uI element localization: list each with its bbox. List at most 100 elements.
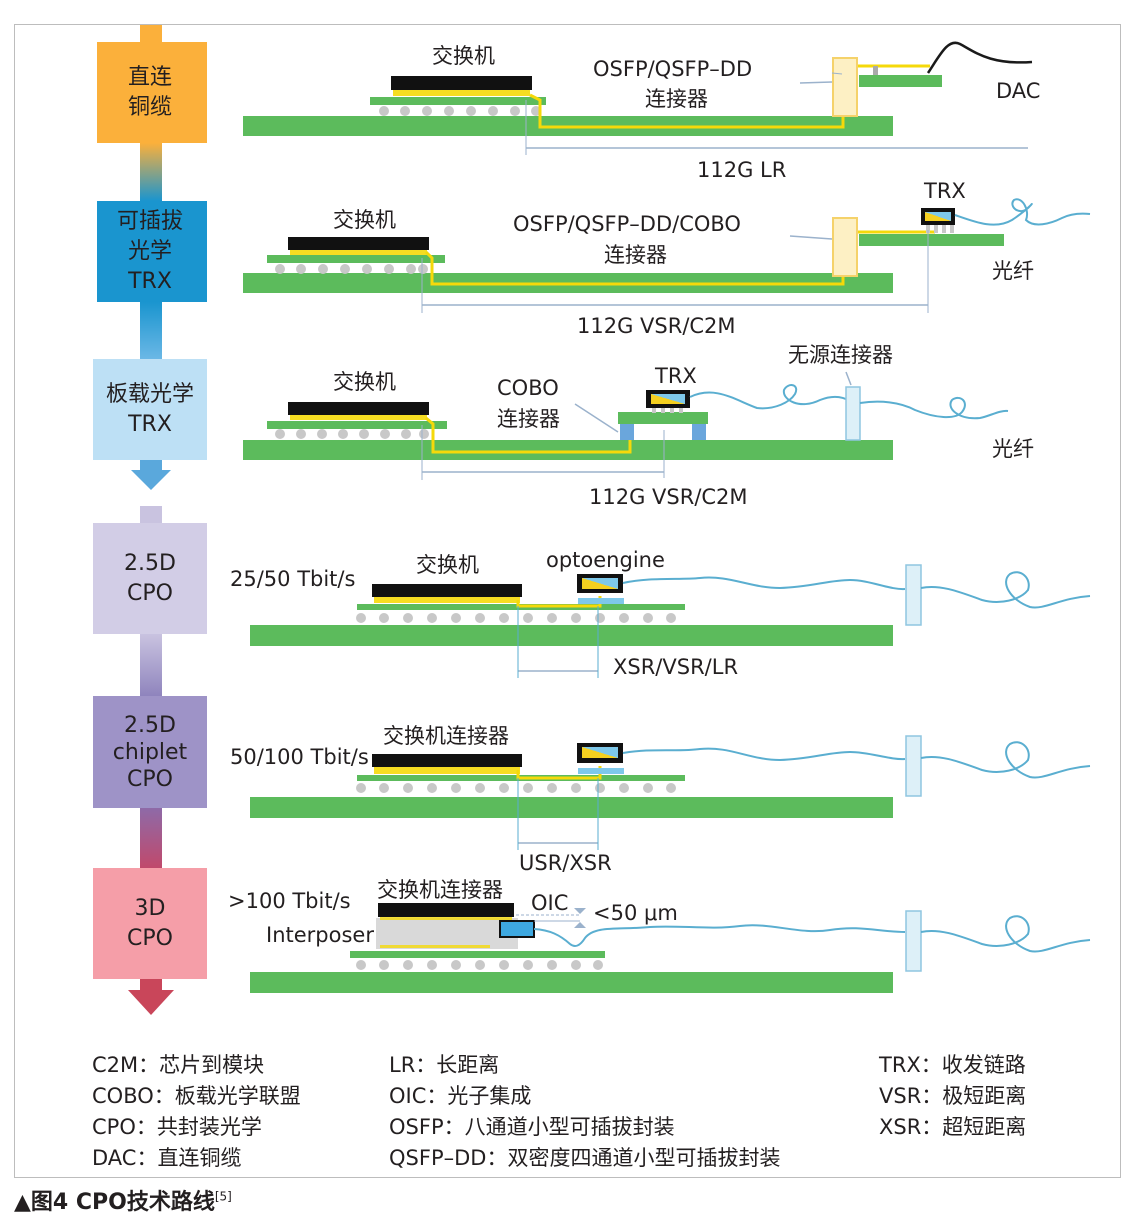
- endpoint-label: 光纤: [992, 437, 1034, 461]
- legend-column-2: LR：长距离 OIC：光子集成 OSFP：八通道小型可插拔封装 QSFP–DD：…: [389, 1050, 780, 1174]
- legend-item: TRX：收发链路: [879, 1053, 1026, 1077]
- passive-connector: [905, 564, 922, 626]
- legend-item: XSR：超短距离: [879, 1115, 1027, 1139]
- oic-label: OIC: [531, 891, 569, 915]
- switch-label: 交换机: [432, 44, 495, 68]
- chip-bumps: [290, 250, 427, 255]
- passive-connector: [845, 386, 861, 441]
- fiber: [689, 384, 851, 410]
- main-board: [243, 440, 893, 460]
- connector-label-2: 连接器: [497, 407, 560, 431]
- switch-chip: [288, 402, 429, 415]
- endpoint-label: 光纤: [992, 259, 1034, 283]
- stage-box-dac: [97, 42, 207, 143]
- connector-4-5: [140, 808, 162, 870]
- leader-line: [574, 403, 619, 433]
- row-chiplet-cpo: [250, 735, 1091, 850]
- electrical-trace: [424, 230, 935, 286]
- connector-label-2: 连接器: [645, 87, 708, 111]
- trx-optics: [651, 394, 685, 404]
- fiber: [920, 741, 1091, 779]
- stage-line: 2.5D: [124, 550, 176, 576]
- legend-item: VSR：极短距离: [879, 1084, 1027, 1108]
- gap-arrow-icon: [574, 922, 586, 928]
- passive-connector: [905, 735, 922, 797]
- stage-label-dac: 直连 铜缆: [93, 42, 207, 143]
- fiber: [920, 915, 1091, 953]
- optoengine-label: optoengine: [546, 548, 665, 572]
- legend-item: QSFP–DD：双密度四通道小型可插拔封装: [389, 1146, 781, 1170]
- main-board: [250, 625, 893, 646]
- connector-label: COBO: [497, 376, 559, 400]
- chip-bumps: [290, 415, 427, 420]
- main-board: [250, 797, 893, 818]
- stage-line: 板载光学: [105, 381, 194, 407]
- switch-chip: [378, 903, 514, 917]
- stage-label-3d: 3D CPO: [93, 868, 207, 979]
- stage-box-onboard: [93, 359, 207, 460]
- solder-balls: [356, 613, 676, 623]
- row-dac: [243, 41, 1033, 155]
- solder-balls: [275, 429, 429, 439]
- optoengine-optics: [582, 747, 618, 758]
- caption-text: ▲图4 CPO技术路线: [14, 1190, 215, 1215]
- leader-line: [789, 235, 833, 240]
- legend-item: C2M：芯片到模块: [92, 1053, 265, 1077]
- stage-line: 铜缆: [127, 94, 172, 120]
- stage-box-2p5d: [93, 523, 207, 634]
- cobo-leg: [620, 424, 634, 440]
- legend-item: CPO：共封装光学: [92, 1115, 262, 1139]
- stage-box-pluggable: [97, 201, 207, 302]
- optoengine-base: [578, 598, 624, 604]
- optoengine-optics: [582, 578, 618, 589]
- switch-label: 交换机连接器: [383, 724, 509, 748]
- distance-label: 112G VSR/C2M: [577, 314, 736, 338]
- fiber: [954, 198, 1091, 226]
- stage-line: 3D: [134, 895, 166, 921]
- legend-item: LR：长距离: [389, 1053, 500, 1077]
- switch-chip: [372, 754, 522, 767]
- fiber: [859, 396, 1009, 420]
- stage-line: CPO: [127, 766, 173, 792]
- chip-bumps: [393, 90, 530, 96]
- stage-line: CPO: [127, 925, 173, 951]
- interposer-label: Interposer: [266, 923, 374, 947]
- oic-chip: [499, 920, 535, 938]
- switch-label: 交换机: [416, 553, 479, 577]
- interposer: [376, 918, 518, 949]
- endpoint-label: DAC: [996, 79, 1041, 103]
- switch-label: 交换机: [333, 370, 396, 394]
- solder-balls: [356, 960, 603, 970]
- connector-5-arrow: [140, 978, 162, 992]
- connector-0-1: [140, 143, 162, 201]
- stage-box-chiplet: [93, 696, 207, 808]
- bandwidth-label: >100 Tbit/s: [228, 889, 351, 913]
- distance-label: 112G VSR/C2M: [589, 485, 748, 509]
- connector-label-2: 连接器: [604, 243, 667, 267]
- main-board: [250, 972, 893, 993]
- stage-line: 可插拔: [116, 208, 183, 234]
- stage-label-chiplet: 2.5D chiplet CPO: [93, 696, 207, 808]
- cobo-board: [618, 412, 708, 424]
- trx-optics: [925, 212, 951, 221]
- gap-label: <50 μm: [593, 901, 678, 925]
- stage-connectors: [128, 25, 174, 1015]
- connector-2-arrow: [140, 460, 162, 472]
- interposer-bumps: [380, 945, 490, 948]
- switch-chip: [372, 584, 522, 597]
- gap-arrow-icon: [574, 908, 586, 914]
- arrow-down-icon: [128, 990, 174, 1015]
- leader-line: [831, 72, 843, 75]
- solder-balls: [356, 783, 676, 793]
- switch-label: 交换机连接器: [377, 878, 503, 902]
- legend-item: OIC：光子集成: [389, 1084, 532, 1108]
- row-2p5d-cpo: [250, 564, 1091, 678]
- stage-line: 光学: [127, 238, 172, 264]
- caption-reference: [5]: [214, 1189, 232, 1204]
- connector-1-2: [140, 302, 162, 360]
- leader-line: [799, 81, 833, 84]
- stage-line: 直连: [127, 64, 172, 90]
- stage-label-2p5d: 2.5D CPO: [93, 523, 207, 634]
- legend-item: OSFP：八通道小型可插拔封装: [389, 1115, 675, 1139]
- leader-line: [845, 371, 852, 386]
